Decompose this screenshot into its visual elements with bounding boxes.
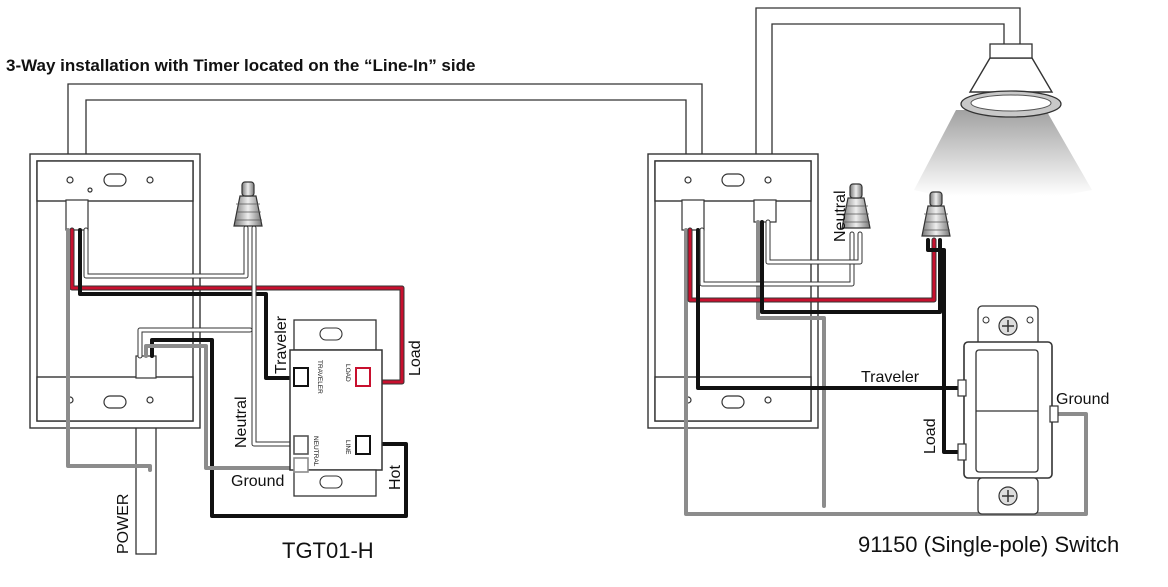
left-wire-nut — [233, 181, 263, 227]
label-traveler-left: Traveler — [273, 315, 290, 374]
left-top-clamp — [65, 199, 89, 231]
label-neutral-right: Neutral — [832, 190, 849, 242]
label-load-left: Load — [407, 340, 424, 376]
timer-terminal-traveler: TRAVELER — [316, 360, 323, 394]
right-top-clamp-a — [681, 199, 705, 231]
timer-model-label: TGT01-H — [282, 538, 374, 563]
right-wire-nut-load — [921, 191, 951, 237]
label-neutral-left: Neutral — [233, 396, 250, 448]
right-wires — [684, 219, 1088, 516]
label-ground-left: Ground — [231, 473, 284, 490]
cable-top — [67, 83, 703, 158]
right-junction-box — [647, 153, 819, 429]
right-wire-nut-neutral — [841, 183, 871, 229]
left-bottom-clamp — [135, 355, 157, 379]
left-wires — [66, 225, 408, 518]
switch-model-label: 91150 (Single-pole) Switch — [858, 532, 1119, 557]
single-pole-switch — [957, 305, 1059, 515]
label-load-right: Load — [922, 418, 939, 454]
cable-to-light — [755, 7, 1021, 158]
label-power: POWER — [115, 494, 132, 554]
timer-terminal-line: LINE — [344, 440, 351, 455]
left-junction-box — [29, 153, 201, 429]
light-fixture — [914, 43, 1092, 196]
diagram-title: 3-Way installation with Timer located on… — [6, 56, 475, 75]
label-traveler-right: Traveler — [861, 369, 920, 386]
label-ground-right: Ground — [1056, 391, 1109, 408]
timer-terminal-neutral: NEUTRAL — [312, 436, 319, 467]
right-top-clamp-b — [753, 199, 777, 223]
timer-device — [289, 319, 383, 497]
timer-terminal-load: LOAD — [344, 364, 351, 382]
label-hot: Hot — [387, 465, 404, 490]
